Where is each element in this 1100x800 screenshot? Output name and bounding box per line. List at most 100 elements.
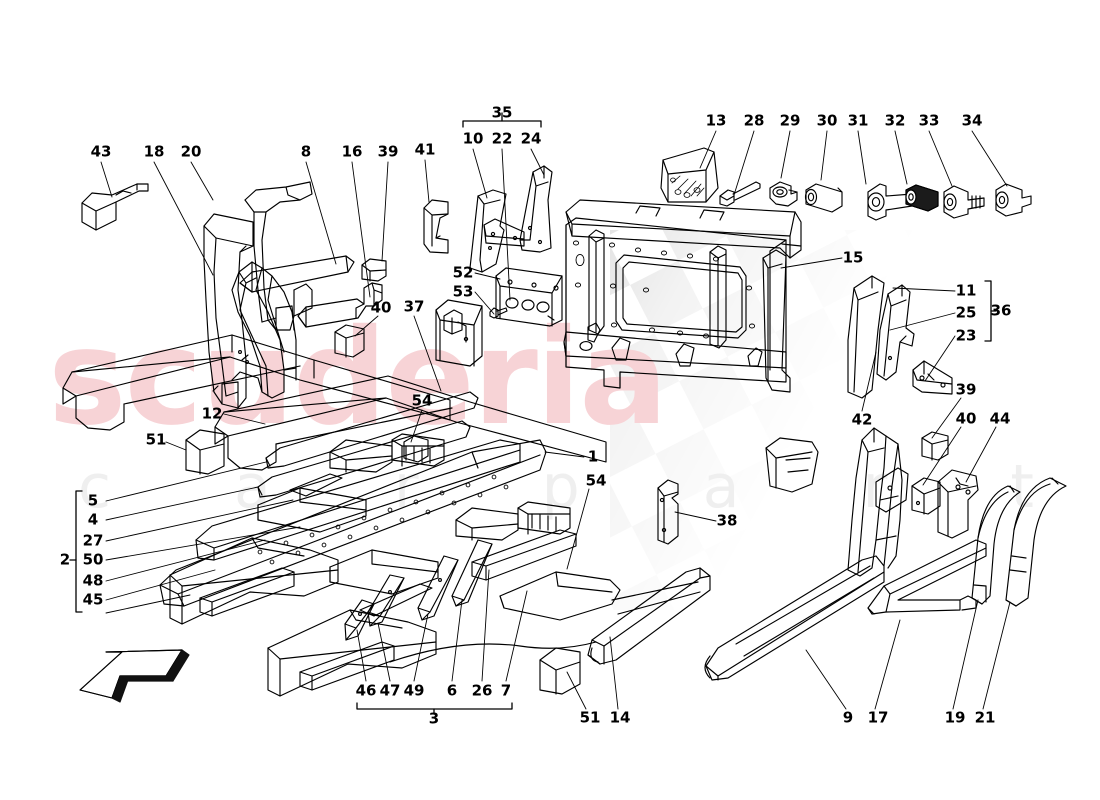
callout-6: 6: [446, 681, 458, 700]
part-52-bracket-holes: [495, 267, 563, 327]
callout-52: 52: [452, 263, 474, 282]
part-37-box-bracket: [435, 299, 483, 367]
part-32-bushing-dark: [905, 184, 939, 212]
leader-lines: [69, 112, 1011, 715]
panel-plate-a: [257, 487, 367, 533]
callout-32: 32: [884, 111, 906, 130]
callout-22: 22: [491, 129, 513, 148]
part-13-insulation-pad: [660, 147, 719, 203]
callout-28: 28: [743, 111, 765, 130]
callout-37: 37: [403, 297, 425, 316]
callout-15: 15: [842, 248, 864, 267]
part-43-bracket: [81, 183, 149, 231]
floor-tray-left: [169, 537, 339, 625]
part-21-wheel-arch: [1005, 477, 1067, 607]
callout-40-a: 40: [370, 298, 392, 317]
callout-17: 17: [867, 708, 889, 727]
part-53-screw: [489, 307, 508, 319]
callout-38: 38: [716, 511, 738, 530]
panel-plate-b: [329, 549, 439, 595]
callout-19: 19: [944, 708, 966, 727]
callout-34: 34: [961, 111, 983, 130]
callout-2-group: 2: [59, 550, 71, 569]
part-24-triangular-panel: [519, 165, 553, 253]
callout-48: 48: [82, 571, 104, 590]
callout-7: 7: [500, 681, 512, 700]
callout-45: 45: [82, 590, 104, 609]
part-54-tab: [403, 435, 429, 463]
callout-23: 23: [955, 326, 977, 345]
callout-54-b: 54: [585, 471, 607, 490]
part-7-panel: [389, 571, 621, 663]
part-40-block-b: [911, 477, 941, 515]
callout-35-group: 35: [491, 103, 513, 122]
part-33-hex-bolt: [943, 185, 985, 219]
part-17-rail: [867, 539, 987, 615]
callout-29: 29: [779, 111, 801, 130]
callout-13: 13: [705, 111, 727, 130]
callout-42: 42: [851, 410, 873, 429]
callout-33: 33: [918, 111, 940, 130]
callout-46: 46: [355, 681, 377, 700]
misc-plate-a: [289, 473, 343, 497]
part-25-pillar-inner: [876, 284, 915, 381]
part-22-plate: [483, 218, 525, 247]
part-26-crossmember: [471, 529, 577, 581]
callout-9: 9: [842, 708, 854, 727]
callout-27: 27: [82, 531, 104, 550]
panel-plate-c: [199, 567, 295, 617]
raised-boss-a: [329, 439, 393, 473]
part-9-pillar-assembly: [704, 427, 909, 681]
part-54-module-b: [517, 501, 571, 535]
callout-10: 10: [462, 129, 484, 148]
part-20-hook-bracket: [244, 181, 313, 331]
part-15-rear-bulkhead: [563, 199, 802, 393]
corner-cap-a: [765, 437, 819, 493]
part-11-pillar-outer: [847, 275, 885, 399]
part-23-gusset: [912, 360, 953, 395]
callout-47: 47: [379, 681, 401, 700]
callout-50: 50: [82, 550, 104, 569]
panel-plate-d: [299, 641, 395, 691]
part-38-bracket: [657, 479, 679, 545]
callout-41: 41: [414, 140, 436, 159]
callout-5: 5: [87, 491, 99, 510]
fasteners-row: [719, 181, 1032, 221]
sill-long-lower: [214, 375, 607, 471]
part-47-rib: [367, 574, 405, 627]
callout-49: 49: [403, 681, 425, 700]
part-40-block-a: [334, 324, 365, 358]
rail-4: [257, 420, 471, 498]
callout-4: 4: [87, 510, 99, 529]
part-39-block-a: [361, 258, 387, 282]
misc-plate-b: [359, 583, 433, 617]
part-49-rib: [417, 555, 459, 621]
raised-boss-b: [455, 507, 519, 541]
callout-12: 12: [201, 404, 223, 423]
callout-14: 14: [609, 708, 631, 727]
part-1-sill-outer: [159, 439, 547, 607]
part-44-bracket: [937, 469, 979, 539]
callout-39-b: 39: [955, 380, 977, 399]
callout-31: 31: [847, 111, 869, 130]
part-39-block-b: [921, 431, 949, 461]
callout-24: 24: [520, 129, 542, 148]
part-10-panel: [469, 189, 507, 273]
callout-36-group: 36: [990, 301, 1012, 320]
callout-43: 43: [90, 142, 112, 161]
part-14-c-section-tube: [587, 567, 711, 665]
callout-51-b: 51: [579, 708, 601, 727]
callout-44: 44: [989, 409, 1011, 428]
part-12-a-frame: [231, 261, 297, 399]
part-6-rib: [451, 539, 493, 607]
callout-54-a: 54: [411, 391, 433, 410]
part-51-end-cap-a: [185, 429, 225, 475]
part-31-shoulder-bolt: [867, 183, 913, 221]
callout-21: 21: [974, 708, 996, 727]
callout-39-a: 39: [377, 142, 399, 161]
sill-long-upper: [62, 334, 451, 431]
part-16-t-bracket: [297, 282, 383, 328]
part-19-wheel-arch: [971, 485, 1021, 605]
callout-16: 16: [341, 142, 363, 161]
